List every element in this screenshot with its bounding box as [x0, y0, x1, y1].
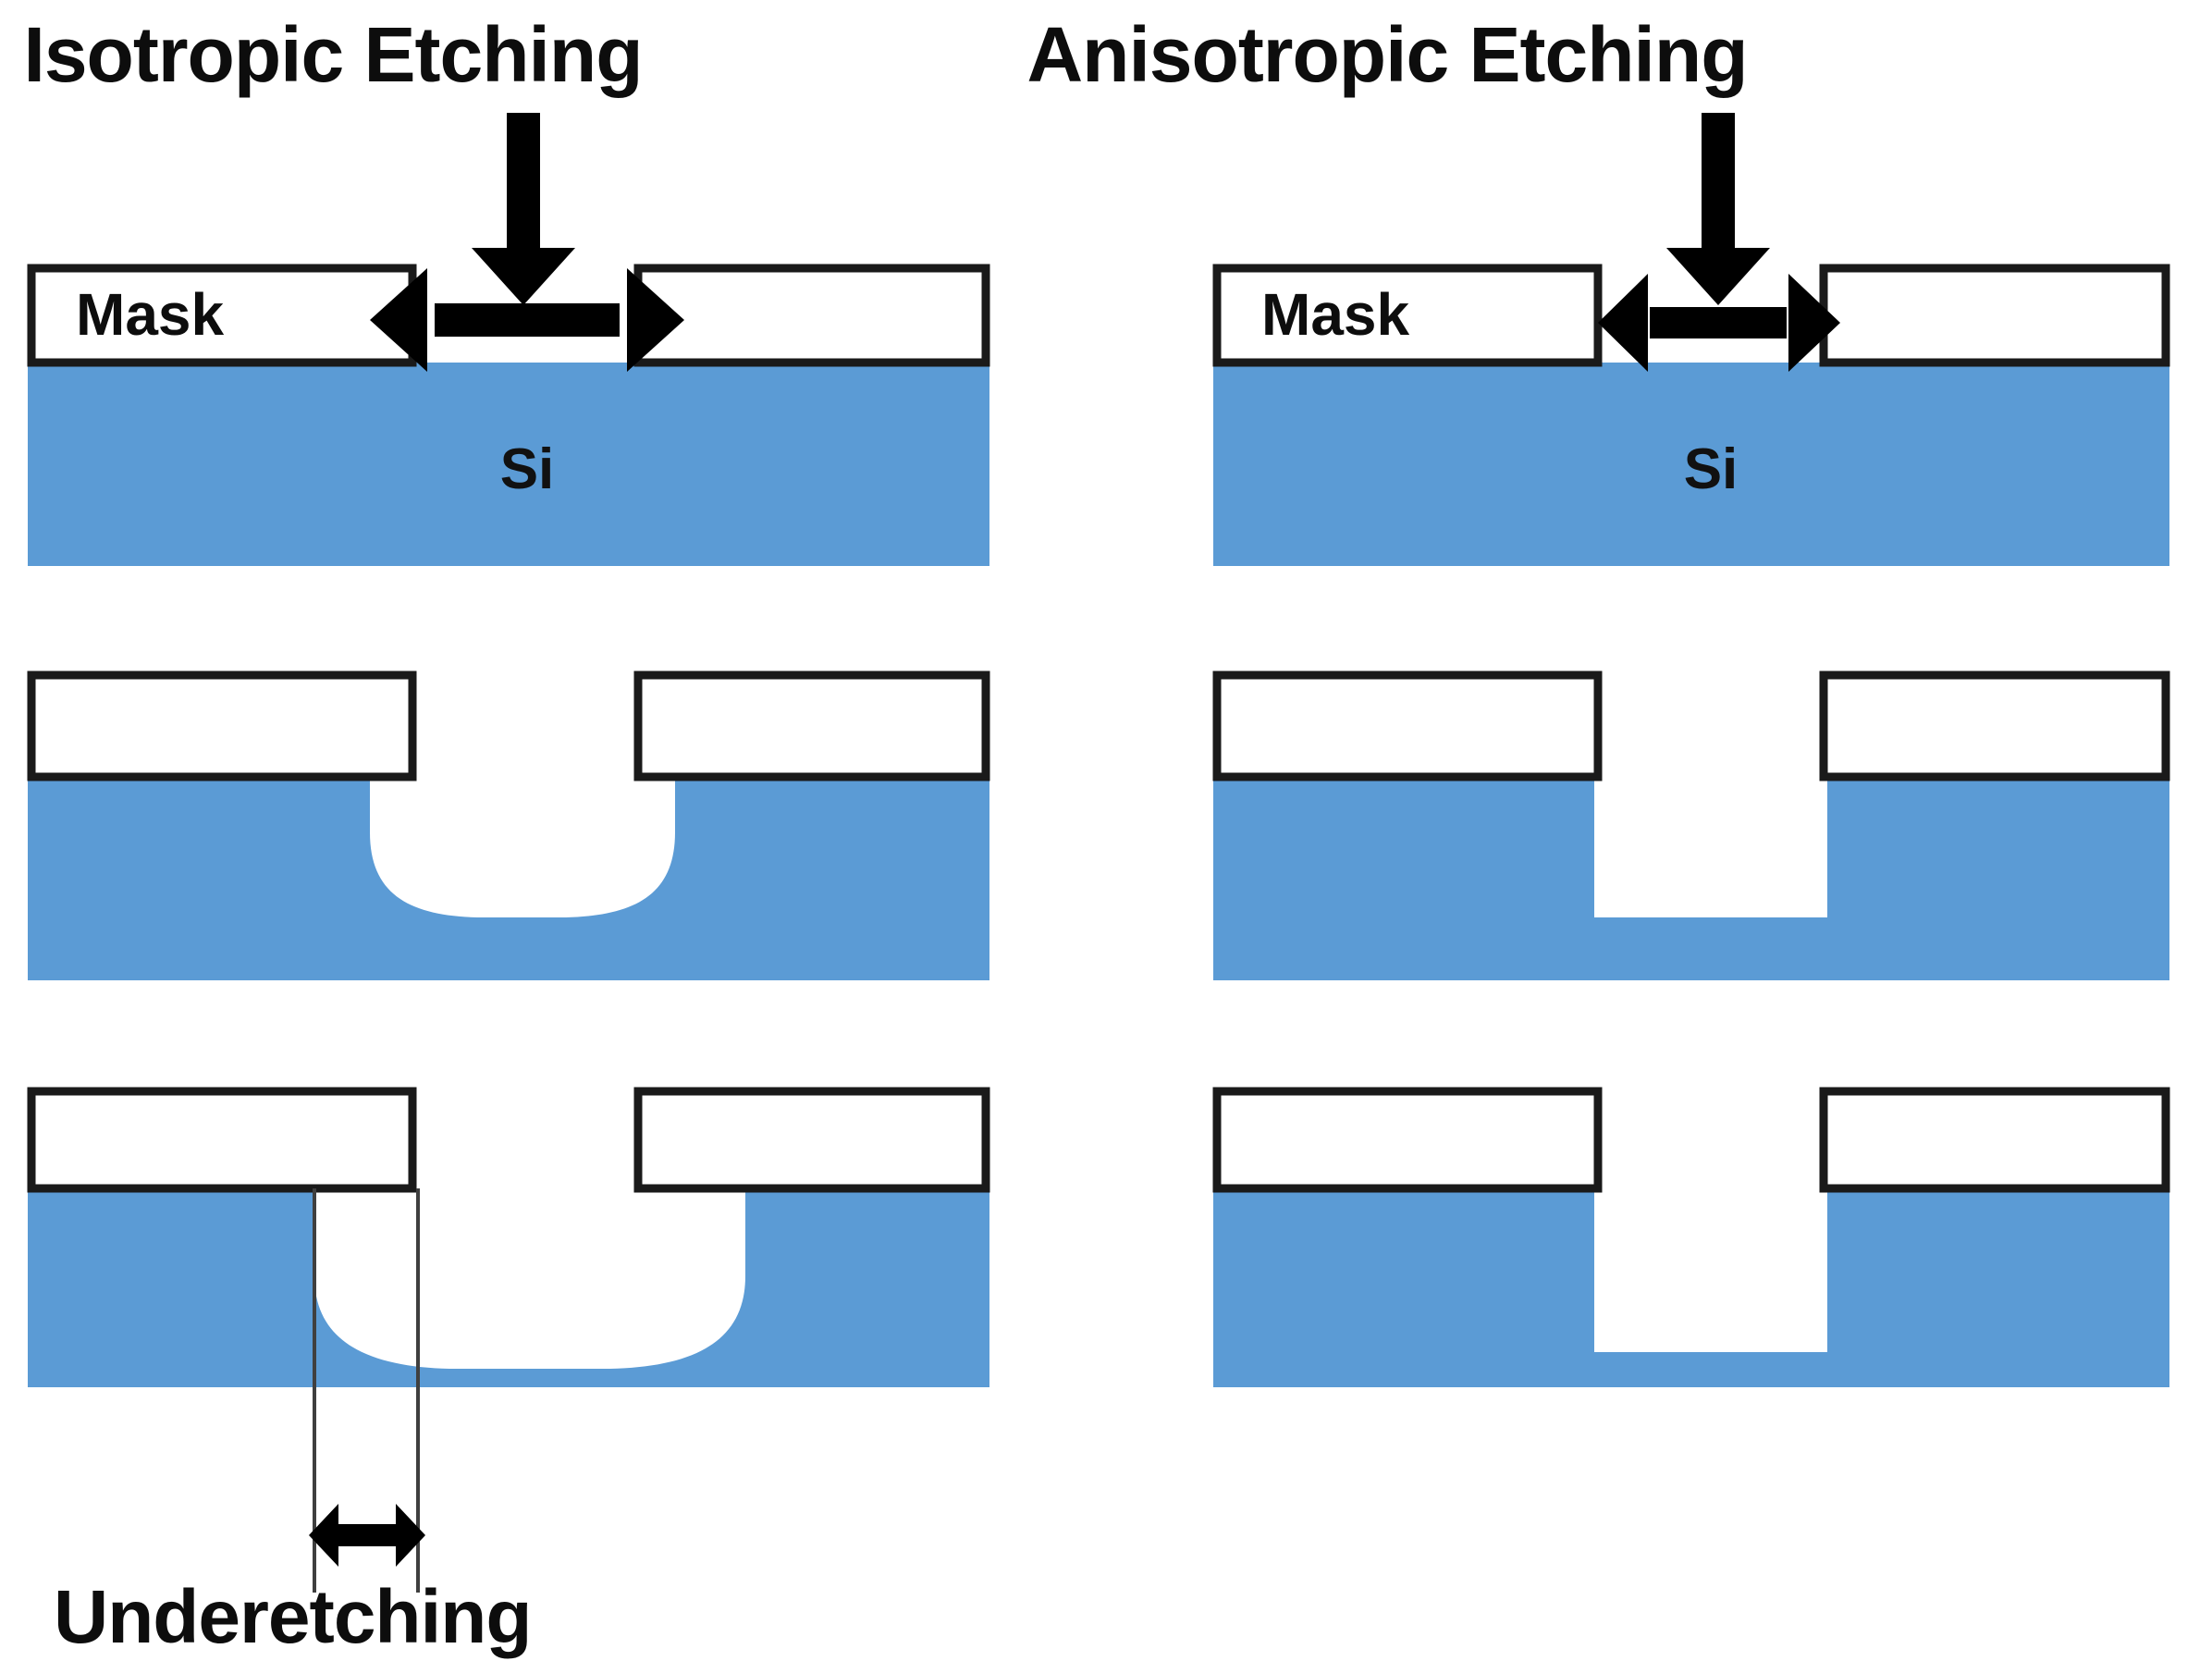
down-arrow-icon: [1666, 113, 1770, 305]
double-headed-horizontal-arrow-icon: [1598, 274, 1840, 372]
mask-label: Mask: [1261, 281, 1410, 348]
isotropic-stage-1: Si Mask: [27, 113, 990, 566]
mask-block-right: [1819, 1087, 2170, 1193]
underetching-label: Underetching: [54, 1575, 531, 1659]
silicon-substrate-etched: [1213, 777, 2169, 980]
underetching-annotation: Underetching: [54, 1188, 532, 1659]
silicon-substrate-trench: [1213, 1188, 2169, 1387]
isotropic-stage-3: [27, 1087, 990, 1387]
silicon-substrate-etched: [28, 777, 989, 980]
panel-title-anisotropic: Anisotropic Etching: [1027, 11, 1748, 98]
mask-block-right: [633, 671, 990, 781]
isotropic-stage-2: [27, 671, 990, 980]
double-headed-horizontal-arrow-icon: [309, 1504, 425, 1567]
substrate-label-si: Si: [1684, 437, 1739, 501]
double-headed-horizontal-arrow-icon: [370, 268, 684, 372]
mask-block-left: [27, 1087, 417, 1193]
down-arrow-icon: [472, 113, 575, 305]
anisotropic-stage-2: [1212, 671, 2170, 980]
mask-block-right: [1819, 264, 2170, 367]
substrate-label-si: Si: [500, 437, 555, 501]
panel-title-isotropic: Isotropic Etching: [23, 11, 642, 98]
anisotropic-stage-1: Si Mask: [1212, 113, 2170, 566]
silicon-substrate: [1213, 363, 2169, 566]
panel-isotropic: Si Mask: [27, 113, 990, 1659]
mask-block-left: [1212, 671, 1603, 781]
mask-block-left: [27, 671, 417, 781]
mask-block-right: [1819, 671, 2170, 781]
silicon-substrate-undercut: [28, 1188, 989, 1387]
mask-label: Mask: [76, 281, 225, 348]
mask-block-right: [633, 1087, 990, 1193]
silicon-substrate: [28, 363, 989, 566]
mask-block-right: [633, 264, 990, 367]
mask-block-left: [1212, 1087, 1603, 1193]
anisotropic-stage-3: [1212, 1087, 2170, 1387]
panel-anisotropic: Si Mask: [1212, 113, 2170, 1387]
mask-block-left: [1212, 264, 1603, 367]
